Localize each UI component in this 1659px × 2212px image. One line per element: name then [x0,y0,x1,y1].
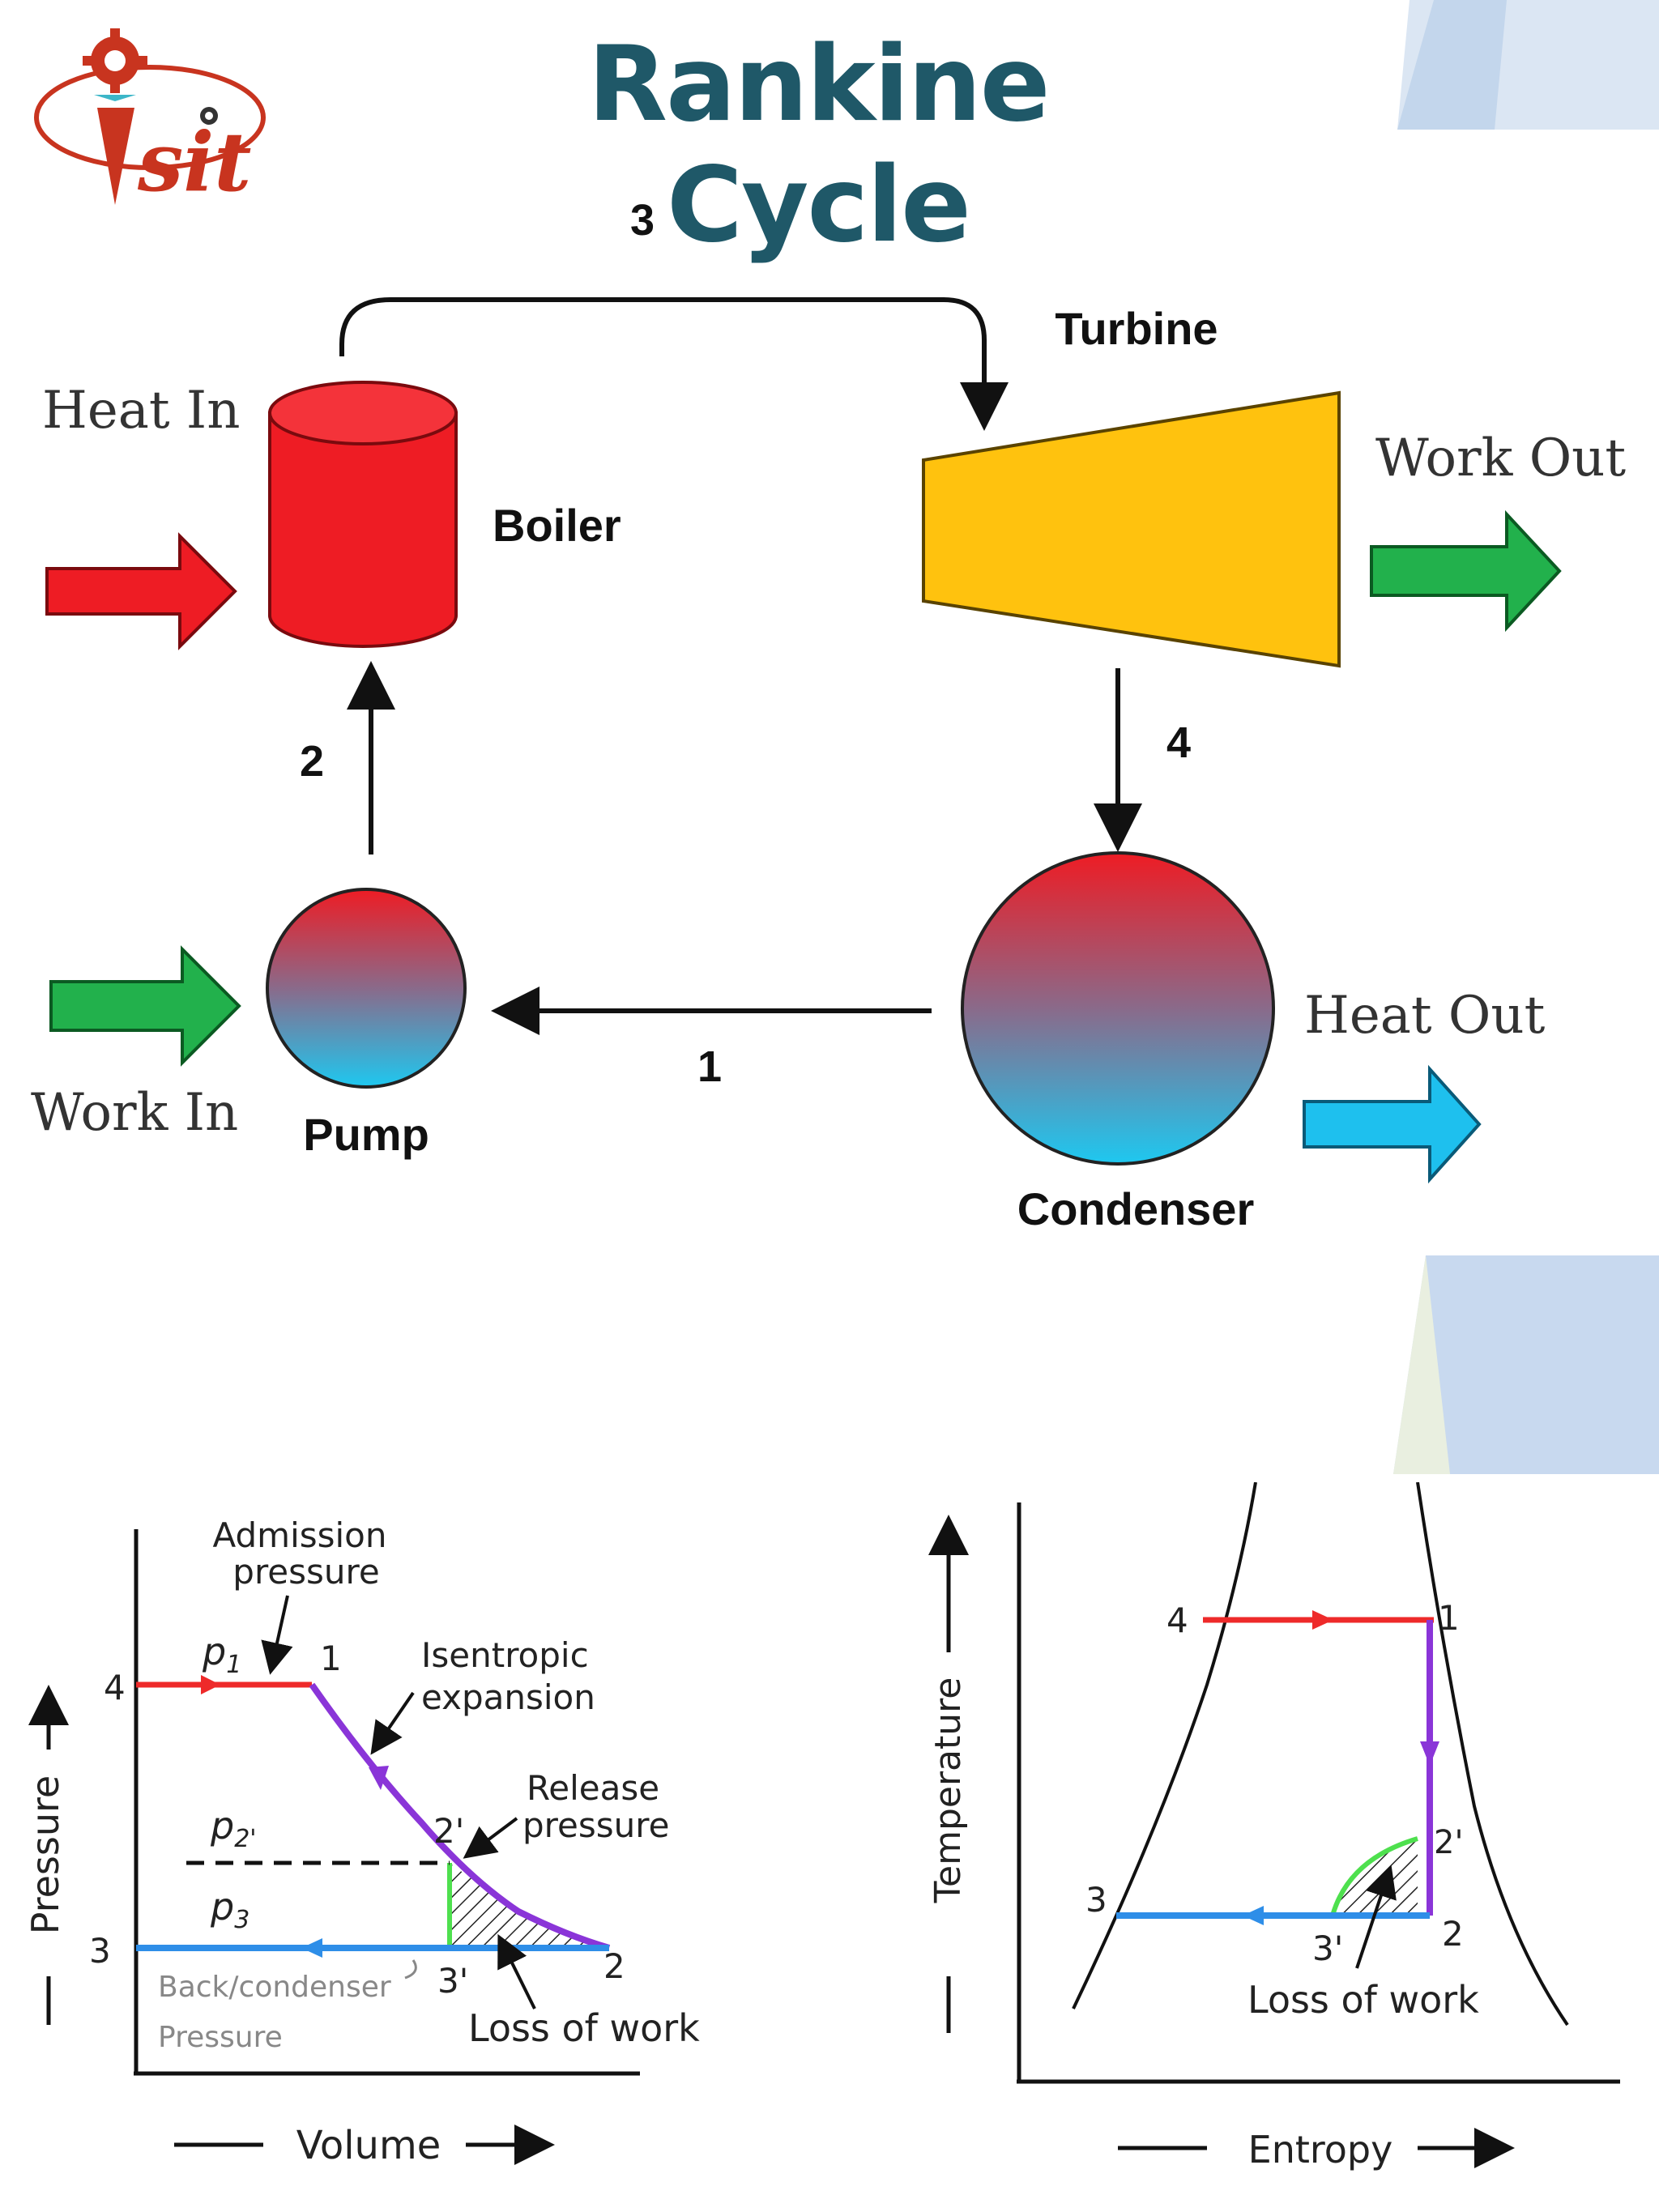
svg-text:pressure: pressure [232,1552,379,1592]
mid-right-accent-light [1393,1255,1450,1474]
ts-saturated-liquid-line [1072,1482,1257,2010]
pv-p1-label: p1 [202,1630,241,1679]
state-3-label: 3 [630,196,655,245]
ts-saturated-vapor-line [1416,1482,1569,2027]
heat-in-arrow [45,532,237,650]
rankine-schematic: 3 Boiler Heat In Turbine Work Out 4 Cond… [31,196,1626,1234]
pv-point-1: 1 [320,1639,342,1678]
pv-admission-label: Admission [213,1515,387,1555]
pv-p3-label: p3 [210,1885,249,1934]
ts-xlabel: Entropy [1248,2128,1393,2172]
top-right-accent-shade [1397,0,1507,130]
pv-point-2: 2 [603,1946,625,1986]
pv-point-3p: 3' [437,1961,468,2001]
work-out-arrow [1370,509,1562,633]
svg-text:Pressure: Pressure [23,1775,67,1934]
ts-point-3p: 3' [1312,1929,1343,1968]
pv-point-2p: 2' [433,1811,464,1851]
ts-loss-region [1333,1839,1418,1916]
pv-back-label: Back/condenser [158,1971,391,2004]
pv-release-label: Release [527,1768,659,1808]
ts-point-3: 3 [1085,1880,1107,1920]
logo-text: sit [137,114,251,210]
line-boiler-to-turbine [339,297,1009,431]
mid-right-accent [1393,1255,1659,1474]
heat-out-label: Heat Out [1304,986,1546,1046]
condenser [961,851,1275,1166]
pv-isentropic-label: Isentropic [421,1635,589,1675]
heat-out-arrow [1303,1064,1482,1184]
pv-point-4: 4 [104,1668,126,1707]
ts-point-4: 4 [1166,1600,1188,1640]
ts-loss-label: Loss of work [1247,1978,1479,2022]
ts-point-2p: 2' [1434,1824,1463,1861]
svg-text:expansion: expansion [421,1677,595,1717]
work-in-label: Work In [31,1083,238,1143]
boiler-label: Boiler [493,500,621,551]
ts-ylabel: Temperature [928,1515,969,2033]
logo-orbit [34,65,266,170]
condenser-label: Condenser [1017,1183,1255,1234]
turbine [922,390,1341,668]
pump [266,888,467,1089]
svg-text:Temperature: Temperature [928,1677,969,1904]
heat-in-label: Heat In [42,381,240,441]
page-title: Rankine Cycle [587,24,1051,266]
pv-point-3: 3 [89,1931,111,1971]
ts-point-2: 2 [1442,1914,1464,1954]
state-4-label: 4 [1166,718,1191,767]
pv-diagram: Pressure Volume Admission pressure p1 1 … [23,1515,700,2168]
state-2-label: 2 [300,737,324,786]
logo-pen-nib [97,108,134,205]
ts-diagram: Temperature Entropy 4 1 2' 2 3 3' Loss o… [928,1482,1620,2172]
isit-logo: sit [34,28,266,210]
ts-point-1: 1 [1438,1598,1460,1638]
pv-xlabel: Volume [296,2123,441,2168]
pv-p2-label: p2' [210,1804,257,1853]
boiler [268,381,458,648]
svg-text:Pressure: Pressure [158,2021,283,2054]
state-1-label: 1 [697,1042,722,1091]
svg-text:pressure: pressure [522,1805,669,1845]
pv-loss-region [450,1863,609,1948]
turbine-label: Turbine [1055,303,1218,354]
work-in-arrow [49,945,241,1067]
pv-ylabel: Pressure [23,1685,69,2025]
pump-label: Pump [303,1109,429,1160]
pv-expansion-curve [309,1682,611,1951]
pv-loss-label: Loss of work [468,2006,700,2050]
work-out-label: Work Out [1375,428,1626,488]
